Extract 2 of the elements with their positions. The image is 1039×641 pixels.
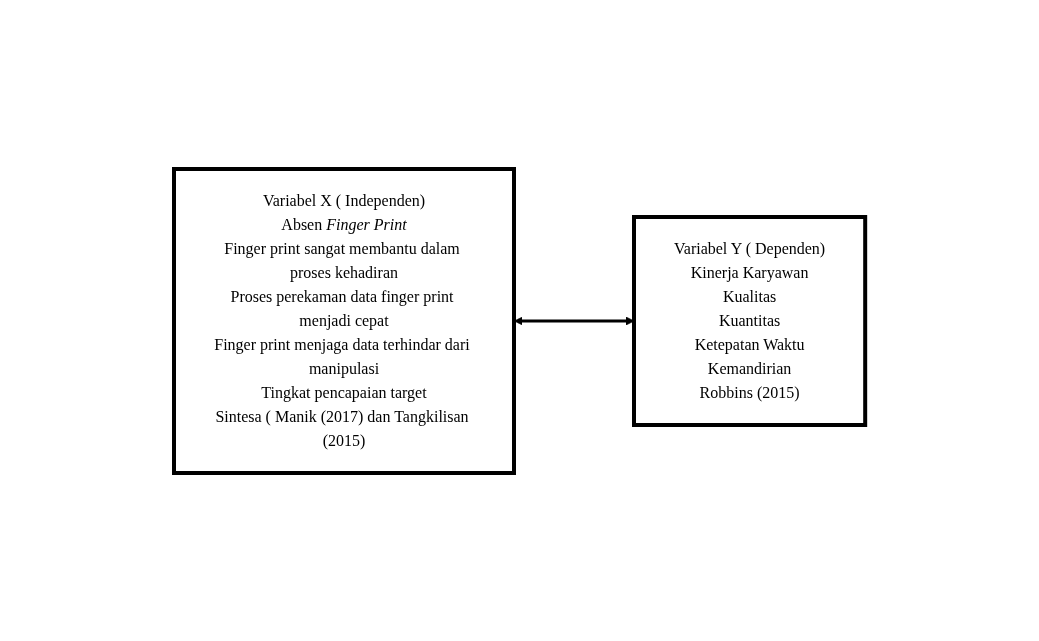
node-box: Variabel X ( Independen) Absen Finger Print Finger print sangat membantu dalam proses kehadiran Proses perekaman data finger print menjadi cepat Finger print menjaga data terhindar dari manipulasi Tingkat pencapaian target Sintesa ( Manik (2017) dan Tangkilisan (2015) [171,166,516,475]
node-box: Variabel Y ( Dependen) Kinerja Karyawan Kualitas Kuantitas Ketepatan Waktu Kemandirian Robbins (2015) [631,214,868,427]
